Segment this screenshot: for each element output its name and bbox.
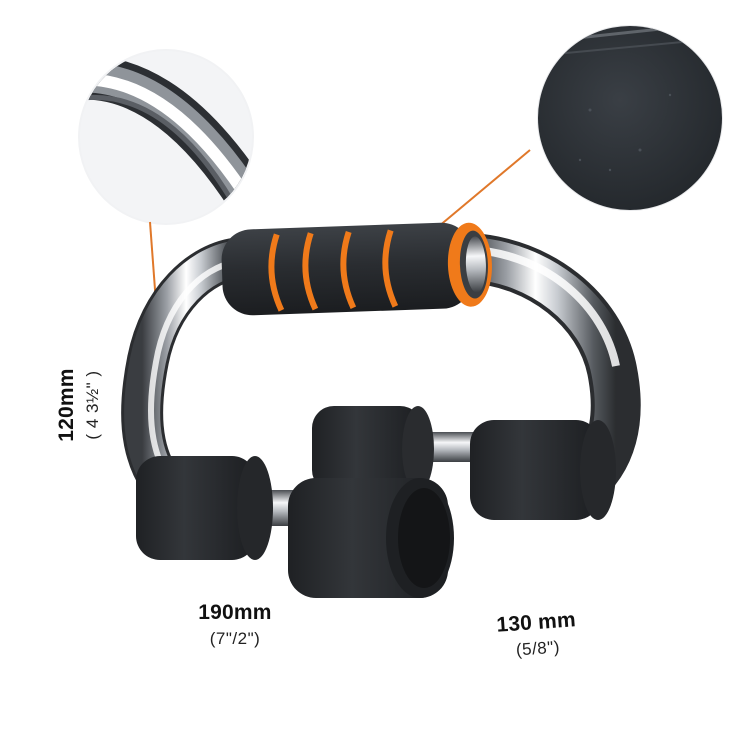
width-imperial: (7"/2") — [209, 629, 261, 649]
front-foot — [136, 456, 454, 598]
foam-grip — [221, 222, 492, 316]
height-imperial: ( 4 3½" ) — [83, 370, 103, 440]
width-dimension-label: 190mm (7"/2") — [170, 601, 300, 649]
chrome-detail-callout — [78, 49, 254, 225]
depth-dimension-label: 130 mm (5/8") — [471, 608, 604, 663]
foam-detail-callout — [537, 25, 723, 211]
height-value: 120mm — [55, 368, 78, 442]
back-foot — [312, 406, 616, 520]
height-dimension-label: 120mm ( 4 3½" ) — [55, 305, 103, 505]
width-value: 190mm — [198, 601, 272, 624]
